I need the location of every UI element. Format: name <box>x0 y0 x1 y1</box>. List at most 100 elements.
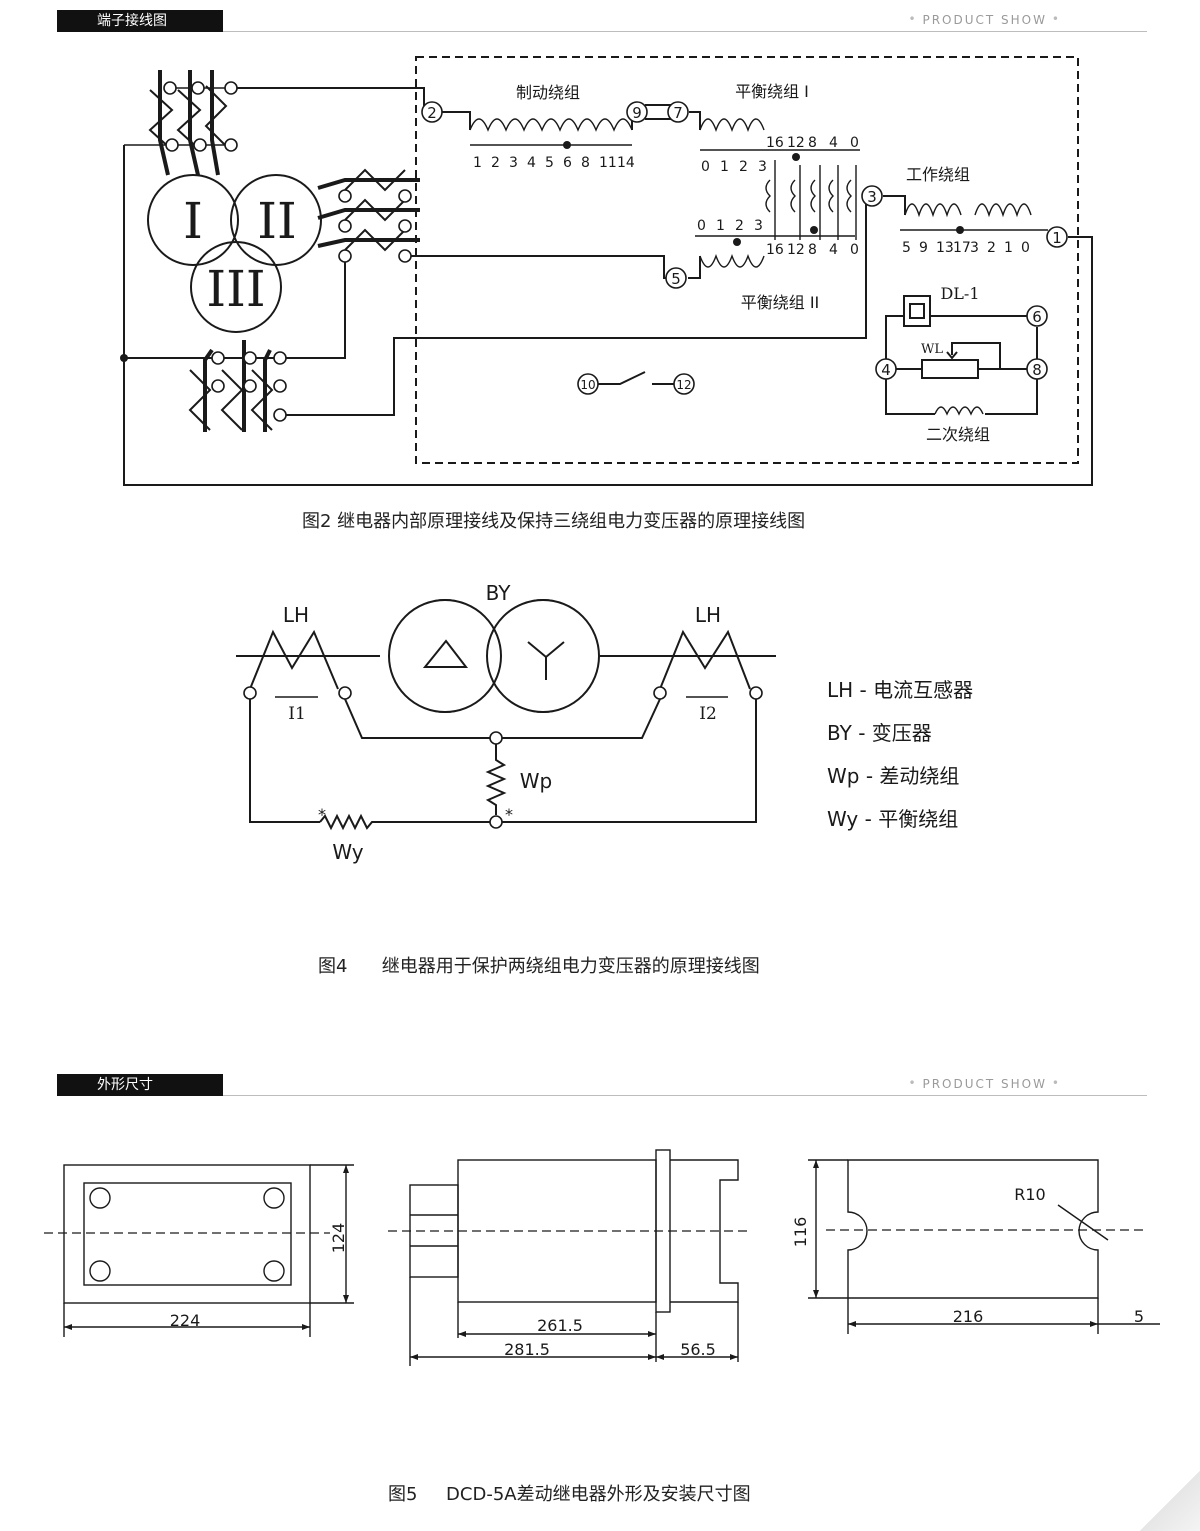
tap-label: 8 <box>808 242 817 258</box>
tap-label: 8 <box>808 135 817 151</box>
tap-label: 16 <box>766 135 784 151</box>
tap-label: 0 <box>850 242 859 258</box>
work-winding-label: 工作绕组 <box>906 165 970 184</box>
lh-right-label: LH <box>695 603 721 627</box>
tap-label: 12 <box>787 135 805 151</box>
tap-label: 4 <box>527 155 536 171</box>
tap-label: 0 <box>1021 240 1030 256</box>
terminal-7: 7 <box>673 104 683 122</box>
relay-box <box>415 56 1079 464</box>
balance1-label: 平衡绕组 I <box>735 82 809 101</box>
wy-resistor <box>319 813 382 831</box>
i1-label: I1 <box>288 704 306 724</box>
wl-label: WL <box>921 342 943 357</box>
tap-label: 14 <box>617 155 635 171</box>
fig5-side-view: 261.5 281.5 56.5 <box>388 1149 752 1366</box>
winding-circle-3 <box>190 241 282 333</box>
fig5-mounting-view: 116 216 5 R10 <box>791 1159 1160 1334</box>
terminal-8: 8 <box>1032 361 1042 379</box>
by-label: BY <box>486 581 512 605</box>
dim-224: 224 <box>170 1311 201 1330</box>
section-header-terminal: 端子接线图 PRODUCT SHOW <box>57 10 1147 32</box>
section-header-outline: 外形尺寸 PRODUCT SHOW <box>57 1074 1147 1096</box>
relay-dl1: DL-1 WL 二次绕组 <box>885 284 1038 444</box>
product-show-label: PRODUCT SHOW <box>908 1076 1061 1091</box>
terminal-6: 6 <box>1032 308 1042 326</box>
section-rule <box>223 1095 1147 1096</box>
dim-261-5: 261.5 <box>537 1316 583 1335</box>
dim-r10: R10 <box>1014 1185 1045 1204</box>
legend-item: LH - 电流互感器 <box>827 678 973 702</box>
ct-right <box>659 629 751 690</box>
tap-label: 8 <box>581 155 590 171</box>
junction-dot <box>120 354 128 362</box>
balance2-label: 平衡绕组 II <box>741 293 820 312</box>
tap-label: 1 <box>716 218 725 234</box>
terminal-markers: 1 2 3 4 5 6 7 8 9 10 12 <box>421 101 1068 395</box>
wp-resistor <box>485 744 507 815</box>
tap-label: 11 <box>599 155 617 171</box>
roman-2: II <box>257 192 297 250</box>
delta-icon <box>422 639 469 668</box>
terminal-9: 9 <box>632 104 642 122</box>
tap-label: 4 <box>829 135 838 151</box>
polarity-mark: * <box>505 805 513 824</box>
tap-label: 5 <box>902 240 911 256</box>
page-curl-decoration <box>1140 1471 1200 1531</box>
tap-label: 1 <box>720 159 729 175</box>
terminal-5: 5 <box>671 270 681 288</box>
ct-group-top <box>124 70 425 176</box>
dim-124: 124 <box>329 1223 348 1254</box>
terminal-4: 4 <box>881 361 891 379</box>
dim-56-5: 56.5 <box>680 1340 716 1359</box>
wye-icon <box>527 641 565 680</box>
tap-label: 16 <box>766 242 784 258</box>
legend-item: Wp - 差动绕组 <box>827 764 959 788</box>
tap-label: 12 <box>787 242 805 258</box>
tap-label: 6 <box>563 155 572 171</box>
fig5-front-view: 224 124 <box>44 1164 354 1337</box>
fig5-caption: 图5 DCD-5A差动继电器外形及安装尺寸图 <box>388 1484 751 1505</box>
switch-10-12 <box>598 371 674 385</box>
tap-label: 0 <box>697 218 706 234</box>
product-show-label: PRODUCT SHOW <box>908 12 1061 27</box>
polarity-mark: * <box>318 805 326 824</box>
relay-label: DL-1 <box>940 284 979 303</box>
tap-label: 3 <box>970 240 979 256</box>
tap-label: 17 <box>953 240 971 256</box>
wp-label: Wp <box>520 769 552 793</box>
terminal-12: 12 <box>676 378 691 392</box>
tap-label: 2 <box>491 155 500 171</box>
i2-label: I2 <box>699 704 717 724</box>
fig2-diagram: I II III <box>120 56 1093 486</box>
tap-label: 9 <box>919 240 928 256</box>
terminal-10: 10 <box>580 378 595 392</box>
tap-label: 0 <box>701 159 710 175</box>
terminal-3: 3 <box>867 188 877 206</box>
dim-216: 216 <box>953 1307 984 1326</box>
fig4-diagram: BY LH I1 LH I2 Wp Wy * * LH - 电流互感器 BY -… <box>236 581 973 864</box>
brake-winding-label: 制动绕组 <box>516 83 580 102</box>
winding-circle-1 <box>147 174 239 266</box>
tap-label: 3 <box>758 159 767 175</box>
tap-label: 3 <box>509 155 518 171</box>
dim-5: 5 <box>1134 1307 1144 1326</box>
legend-item: Wy - 平衡绕组 <box>827 807 958 831</box>
fig4-caption: 图4 继电器用于保护两绕组电力变压器的原理接线图 <box>318 956 760 977</box>
terminal-2: 2 <box>427 104 437 122</box>
roman-3: III <box>206 260 265 318</box>
wy-label: Wy <box>332 840 363 864</box>
terminal-1: 1 <box>1052 229 1062 247</box>
section-tag: 端子接线图 <box>57 10 223 32</box>
tap-label: 1 <box>473 155 482 171</box>
legend-item: BY - 变压器 <box>827 721 932 745</box>
